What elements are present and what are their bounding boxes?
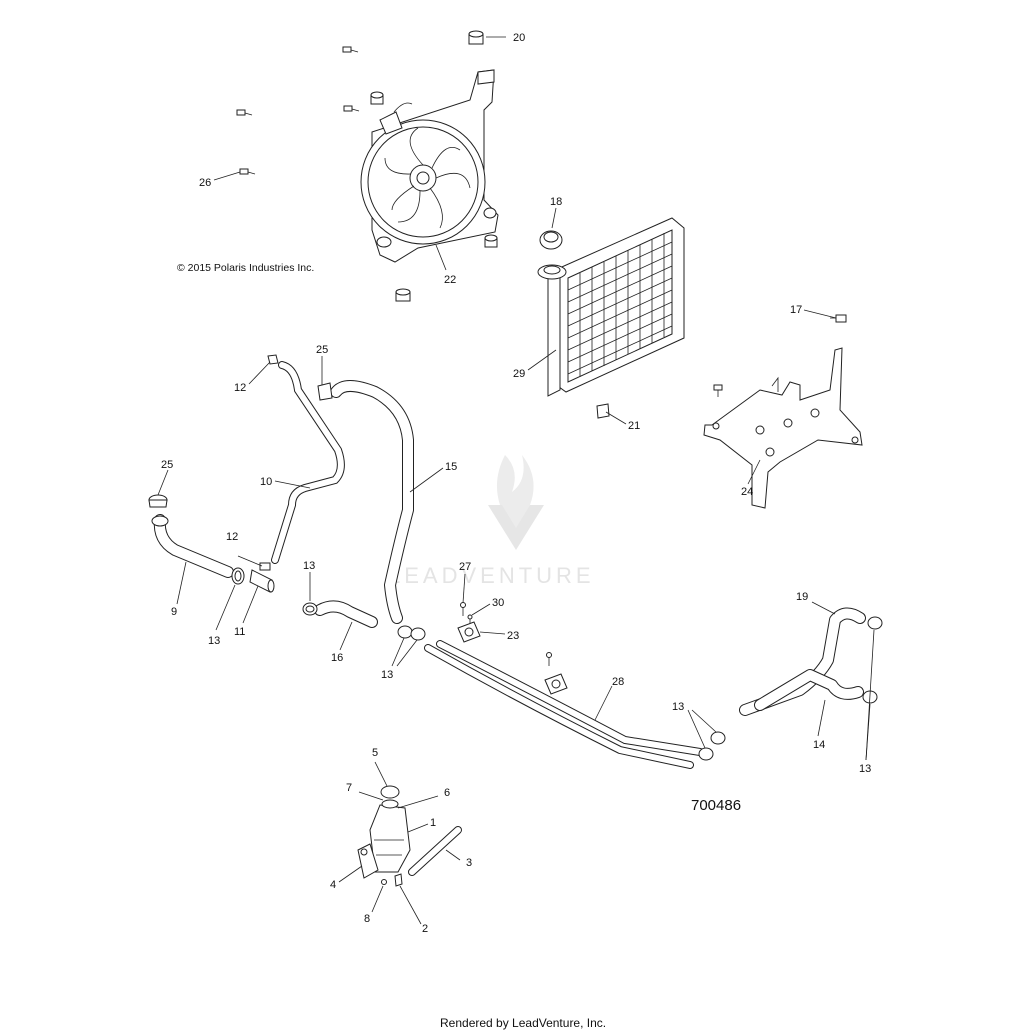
callout-23: 23 (507, 630, 519, 642)
radiator-fan-assembly (360, 69, 499, 263)
diagram-number: 700486 (691, 797, 741, 814)
callout-26: 26 (199, 177, 211, 189)
callout-10: 10 (260, 476, 272, 488)
hose-15 (317, 380, 414, 624)
callout-18: 18 (550, 196, 562, 208)
callout-25-left: 25 (161, 459, 173, 471)
hose-16 (302, 600, 426, 641)
callout-2: 2 (422, 923, 428, 935)
callout-17: 17 (790, 304, 802, 316)
clamp-and-fitting (231, 567, 275, 593)
callout-29: 29 (513, 368, 525, 380)
leadventure-watermark: LEADVENTURE (388, 455, 595, 588)
callout-labels: 20 26 22 18 17 29 21 24 12 25 10 15 25 9… (161, 32, 871, 935)
callout-13-pair: 13 (381, 669, 393, 681)
footer-credit: Rendered by LeadVenture, Inc. (440, 1016, 606, 1030)
hose-10 (259, 354, 345, 571)
callout-20: 20 (513, 32, 525, 44)
callout-16: 16 (331, 652, 343, 664)
callout-9: 9 (171, 606, 177, 618)
leader-lines (157, 36, 875, 925)
hoses-19-14 (739, 607, 883, 716)
radiator-cap (539, 230, 563, 250)
callout-28: 28 (612, 676, 624, 688)
tube-clips (457, 602, 568, 695)
fan-hardware (236, 30, 498, 302)
callout-3: 3 (466, 857, 472, 869)
callout-27: 27 (459, 561, 471, 573)
callout-21: 21 (628, 420, 640, 432)
hose-9 (148, 494, 234, 578)
callout-12-top: 12 (234, 382, 246, 394)
coolant-reservoir (357, 785, 462, 887)
callout-1: 1 (430, 817, 436, 829)
callout-22: 22 (444, 274, 456, 286)
callout-6: 6 (444, 787, 450, 799)
callout-12-mid: 12 (226, 531, 238, 543)
callout-30: 30 (492, 597, 504, 609)
mounting-bracket (703, 314, 863, 509)
callout-13-hose16: 13 (303, 560, 315, 572)
callout-13-far-right: 13 (859, 763, 871, 775)
watermark-text: LEADVENTURE (388, 563, 595, 588)
callout-15: 15 (445, 461, 457, 473)
callout-25-top: 25 (316, 344, 328, 356)
coolant-tubes (424, 640, 726, 769)
callout-13-right-pair: 13 (672, 701, 684, 713)
callout-11: 11 (234, 626, 245, 638)
radiator (537, 217, 685, 397)
callout-8: 8 (364, 913, 370, 925)
copyright-notice: © 2015 Polaris Industries Inc. (177, 262, 314, 274)
callout-7: 7 (346, 782, 352, 794)
drain-plug (596, 403, 610, 419)
callout-24: 24 (741, 486, 753, 498)
callout-14: 14 (813, 739, 825, 751)
callout-5: 5 (372, 747, 378, 759)
callout-13-left: 13 (208, 635, 220, 647)
callout-19: 19 (796, 591, 808, 603)
callout-4: 4 (330, 879, 336, 891)
